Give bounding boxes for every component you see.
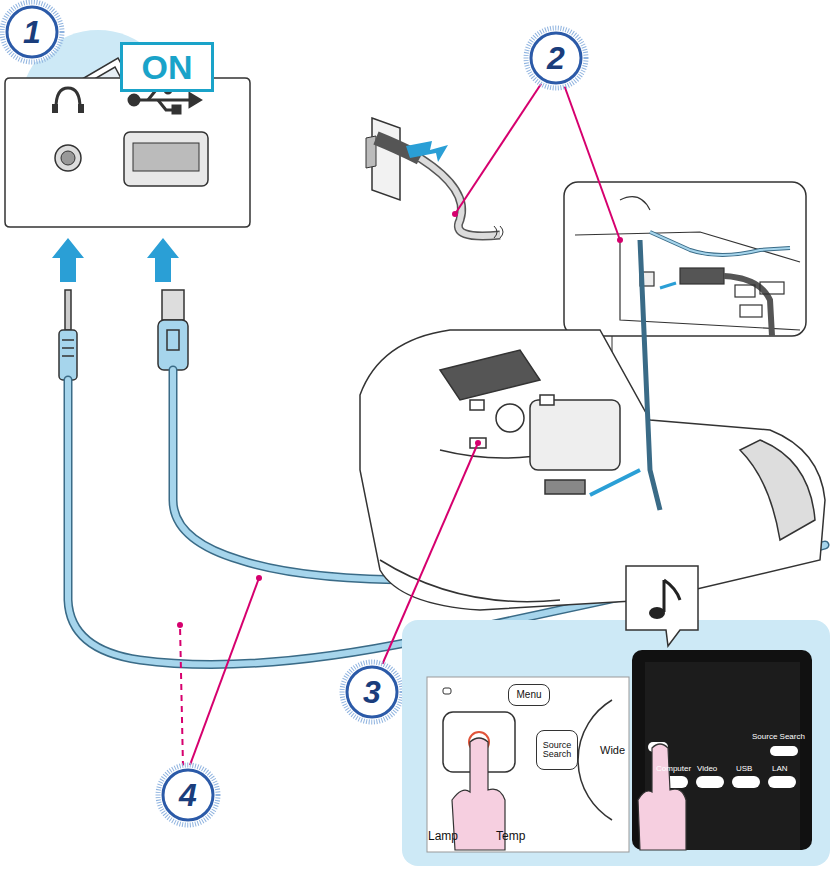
sound-bubble — [626, 566, 698, 646]
callout-circle — [158, 765, 218, 825]
beep-symbol — [664, 580, 680, 612]
detail-inset — [564, 182, 806, 336]
wall-outlet — [366, 118, 503, 238]
node-text: ON — [142, 50, 193, 84]
callout-number: 3 — [363, 676, 381, 708]
operation-panel — [402, 620, 830, 866]
indicator-label: Temp — [496, 830, 525, 842]
remote-label: Video — [697, 765, 717, 773]
audio-jack — [55, 145, 81, 171]
remote-label: USB — [736, 765, 752, 773]
status-bubble: ON — [120, 42, 214, 92]
insert-arrow — [52, 238, 84, 282]
remote-control — [632, 650, 812, 850]
headphone-symbol — [56, 88, 80, 108]
remote-label: LAN — [772, 765, 788, 773]
node-text: Menu — [516, 690, 541, 700]
callout-number: 1 — [23, 16, 41, 48]
insert-arrow — [147, 238, 179, 282]
usb-port — [124, 132, 208, 186]
remote-buttons — [648, 742, 798, 788]
callout-circle — [2, 2, 62, 62]
indicator-label: Lamp — [428, 830, 458, 842]
button-label: Wide — [600, 745, 625, 756]
audio-plug — [59, 290, 77, 380]
projector-back-detail — [575, 197, 800, 336]
node-text: Source Search — [537, 741, 577, 759]
callout-circle — [526, 28, 586, 88]
finger — [638, 744, 686, 850]
callout-number: 2 — [547, 42, 565, 74]
control-panel — [427, 677, 629, 852]
menu-button: Menu — [508, 684, 550, 706]
callout-number: 4 — [179, 779, 197, 811]
usb-plug — [158, 290, 188, 370]
source-search-button: Source Search — [536, 730, 578, 770]
callout-circle — [342, 662, 402, 722]
remote-label: Source Search — [752, 733, 805, 741]
remote-label: Computer — [656, 765, 691, 773]
